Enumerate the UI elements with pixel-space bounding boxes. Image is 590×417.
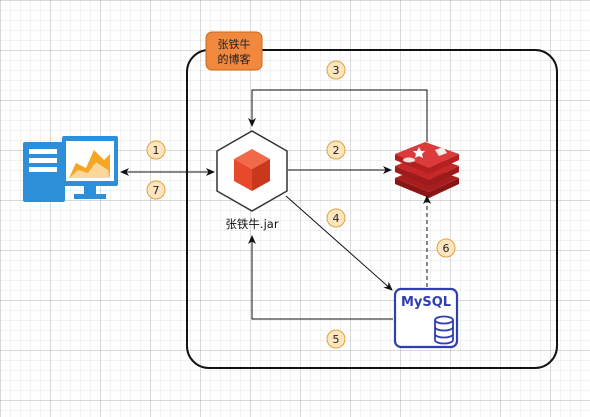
blog-badge-line2: 的博客 [218,52,251,66]
mysql-box [393,287,459,349]
server-cube-right [252,159,270,191]
server-cube-left [234,159,252,191]
mysql-icon: MySQL [393,287,459,349]
client-tower-slot-2 [29,158,57,163]
step-marker-2: 2 [326,140,346,160]
step-label-7: 7 [153,184,160,197]
step-marker-4: 4 [326,208,346,228]
redis-icon [395,142,459,198]
client-tower-slot-1 [29,149,57,154]
connector-mysql-server-return [248,235,393,320]
step-marker-7: 7 [146,180,166,200]
blog-badge-line1: 张铁牛 [218,37,251,51]
blog-badge-bg [205,31,263,71]
mysql-label: MySQL [401,295,451,310]
server-jar-icon [216,130,288,212]
server-label: 张铁牛.jar [225,217,278,231]
step-label-5: 5 [333,333,340,346]
client-screen-chart-inner [69,162,110,178]
client-monitor-neck [84,186,96,194]
step-label-3: 3 [333,64,340,77]
step-marker-6: 6 [436,238,456,258]
connector-redis-server-return [248,89,428,142]
redis-layer-middle-side [395,166,459,186]
step-label-2: 2 [333,144,340,157]
step-label-6: 6 [443,242,450,255]
connector-server-mysql [285,195,393,291]
step-marker-1: 1 [146,140,166,160]
mysql-db-cylinder-icon [434,315,454,345]
redis-layer-bottom-side [395,178,459,198]
redis-cube-mark [435,147,447,156]
redis-star [413,147,425,158]
redis-layer-top-side [395,154,459,174]
blog-badge: 张铁牛 的博客 [205,31,263,71]
step-marker-5: 5 [326,329,346,349]
client-computer-icon [23,136,118,202]
system-boundary [186,49,558,369]
client-tower-slot-3 [29,167,57,172]
step-label-1: 1 [153,144,160,157]
step-marker-3: 3 [326,60,346,80]
redis-ellipse-mark [403,157,415,163]
client-monitor-base [74,194,106,199]
step-label-4: 4 [333,212,340,225]
